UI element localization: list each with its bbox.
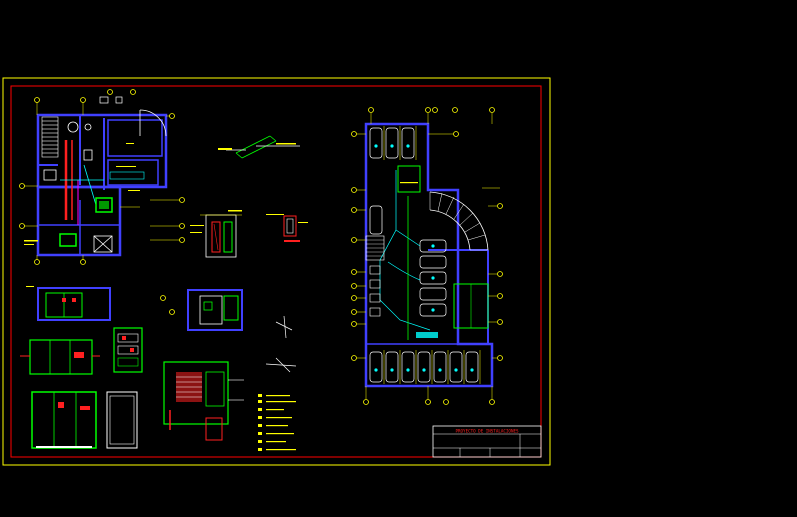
iso-symbols (265, 315, 297, 373)
isometric-detail (218, 135, 300, 159)
switchboard-panel (113, 327, 143, 373)
piping-elevation (163, 361, 244, 441)
section-detail-b (266, 214, 308, 242)
notes-legend (258, 394, 296, 451)
section-detail-a (190, 210, 242, 258)
title-block: PROYECTO DE INSTALACIONES (432, 425, 542, 458)
sheet-border (2, 77, 551, 466)
title-block-title: PROYECTO DE INSTALACIONES (455, 429, 519, 434)
left-floor-plan (19, 89, 185, 265)
cabinet-front (31, 391, 97, 449)
room-detail (160, 289, 243, 331)
panel-elevation-2 (20, 339, 100, 375)
panel-elevation-1 (26, 286, 111, 321)
drawing-frame (10, 85, 542, 458)
right-floor-plan (351, 107, 503, 405)
cabinet-side (106, 391, 138, 449)
